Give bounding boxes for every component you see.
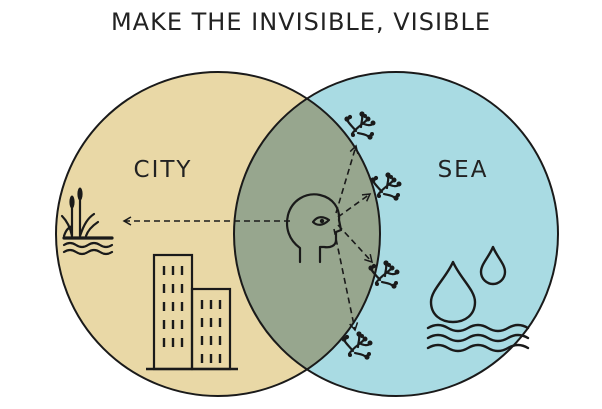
gaze-arrow-to-seaweed-3 <box>337 224 374 264</box>
gaze-arrow-to-seaweed-4 <box>333 228 359 332</box>
overlap-region <box>234 72 380 396</box>
water-drops-icon <box>429 245 507 324</box>
sea-label: SEA <box>438 157 489 183</box>
gaze-arrow-to-seaweed-1 <box>335 144 359 214</box>
gaze-arrows <box>122 144 374 332</box>
city-circle-outline <box>55 71 381 397</box>
city-label: CITY <box>134 157 193 183</box>
gaze-arrow-to-seaweed-2 <box>337 193 372 218</box>
sea-circle-outline <box>233 71 559 397</box>
waves-icon <box>426 323 530 353</box>
reeds-icon <box>60 187 114 256</box>
diagram-title: MAKE THE INVISIBLE, VISIBLE <box>111 8 491 36</box>
head-eye-icon <box>285 193 343 264</box>
buildings-icon <box>146 253 238 371</box>
